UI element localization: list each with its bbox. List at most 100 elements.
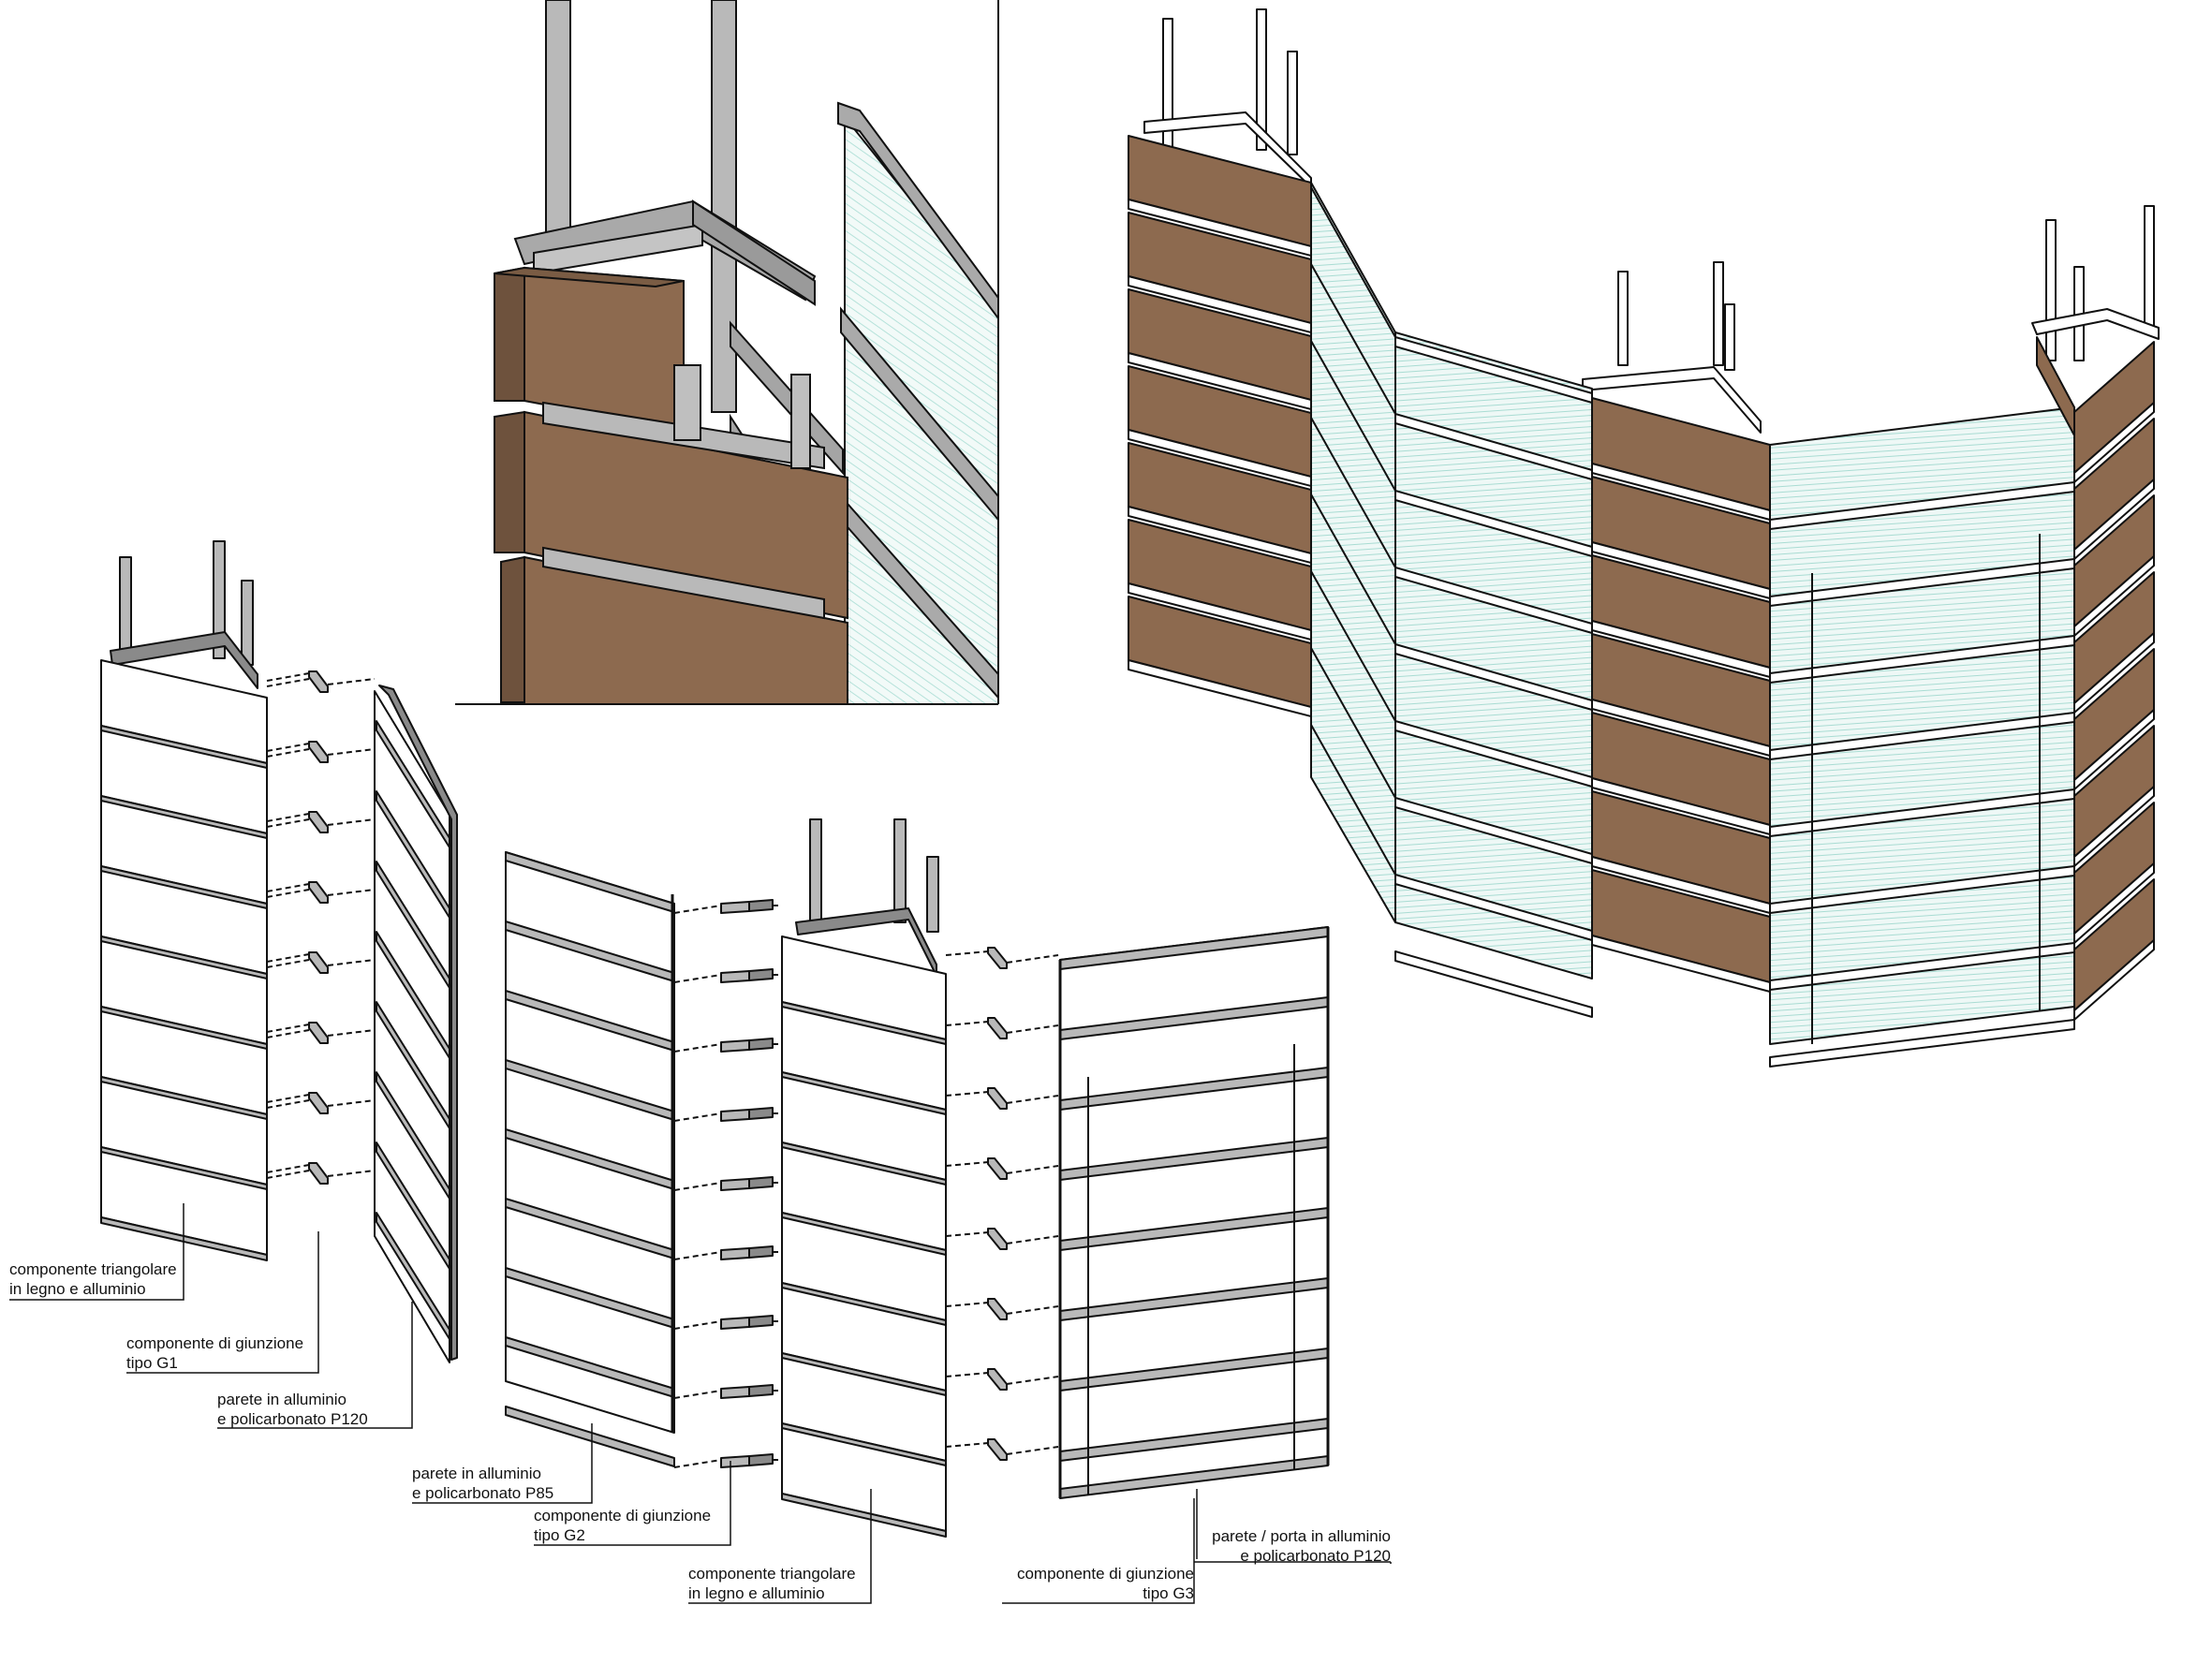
junction-g2 bbox=[748, 1038, 774, 1051]
junction-dash bbox=[266, 953, 310, 963]
frame-post bbox=[213, 540, 226, 659]
junction-g3 bbox=[987, 1087, 1008, 1110]
aluminium-rail bbox=[1310, 340, 1396, 492]
junction-dash bbox=[266, 883, 310, 892]
junction-g1 bbox=[308, 881, 329, 904]
wall-rail bbox=[376, 720, 450, 848]
frame-post bbox=[2144, 205, 2155, 329]
junction-g2 bbox=[720, 1317, 750, 1330]
leader-lines bbox=[9, 1203, 1392, 1604]
junction-g1 bbox=[308, 1162, 329, 1185]
junction-g3 bbox=[987, 1368, 1008, 1391]
junction-dash bbox=[1006, 1095, 1059, 1104]
junction-g2 bbox=[720, 901, 750, 914]
aluminium-bar bbox=[2073, 709, 2155, 790]
junction-g2 bbox=[720, 970, 750, 983]
junction-dash bbox=[266, 1099, 310, 1109]
aluminium-rail bbox=[1394, 950, 1593, 1018]
wall-frame bbox=[378, 685, 458, 1361]
junction-g2 bbox=[720, 1247, 750, 1260]
junction-g2 bbox=[748, 1107, 774, 1120]
frame-post bbox=[1256, 8, 1267, 151]
junction-dash bbox=[327, 678, 376, 685]
aluminium-rail bbox=[1310, 647, 1396, 799]
junction-g1 bbox=[308, 670, 329, 693]
junction-dash bbox=[266, 1170, 310, 1179]
junction-g2 bbox=[748, 1315, 774, 1328]
aluminium-bar bbox=[2073, 402, 2155, 483]
frame-post bbox=[1617, 271, 1629, 366]
frame-post bbox=[1713, 261, 1724, 366]
junction-g3 bbox=[987, 1157, 1008, 1180]
junction-g2 bbox=[748, 1453, 774, 1466]
wall-rail bbox=[376, 1141, 450, 1270]
junction-dash bbox=[673, 1390, 722, 1399]
junction-dash bbox=[266, 1029, 310, 1038]
aluminium-rail bbox=[1310, 263, 1396, 415]
frame-post bbox=[809, 818, 822, 928]
junction-dash bbox=[1006, 1165, 1059, 1174]
junction-dash bbox=[327, 959, 376, 966]
wall-rail bbox=[376, 861, 450, 989]
junction-g2 bbox=[720, 1109, 750, 1122]
junction-dash bbox=[945, 1231, 989, 1237]
junction-dash bbox=[945, 1161, 989, 1167]
aluminium-rail bbox=[1310, 186, 1396, 338]
junction-dash bbox=[266, 889, 310, 898]
junction-dash bbox=[1006, 1235, 1059, 1245]
junction-g2 bbox=[748, 1176, 774, 1189]
junction-dash bbox=[673, 1043, 722, 1053]
junction-dash bbox=[945, 1372, 989, 1377]
junction-g2 bbox=[748, 1245, 774, 1259]
junction-dash bbox=[945, 1021, 989, 1026]
aluminium-bar bbox=[2073, 555, 2155, 637]
junction-g3 bbox=[987, 1017, 1008, 1039]
junction-g2 bbox=[748, 1384, 774, 1397]
junction-g1 bbox=[308, 1092, 329, 1114]
wall-rail bbox=[376, 1212, 450, 1340]
junction-g1 bbox=[308, 951, 329, 974]
detail-inset bbox=[455, 0, 999, 705]
frame-post bbox=[926, 856, 939, 933]
junction-dash bbox=[1006, 1305, 1059, 1315]
aluminium-rail bbox=[1769, 1019, 2075, 1068]
junction-dash bbox=[266, 959, 310, 968]
wall-panel bbox=[374, 690, 450, 1363]
aluminium-bar bbox=[2073, 479, 2155, 560]
junction-g3 bbox=[987, 1438, 1008, 1461]
aluminium-bar bbox=[2073, 632, 2155, 714]
wall-rail bbox=[376, 790, 450, 919]
junction-dash bbox=[266, 743, 310, 752]
junction-dash bbox=[266, 1164, 310, 1173]
wall-rail bbox=[376, 1001, 450, 1129]
junction-g1 bbox=[308, 741, 329, 763]
aluminium-bar bbox=[2073, 862, 2155, 944]
assembled-structure bbox=[1128, 8, 2160, 1068]
junction-dash bbox=[327, 1099, 376, 1107]
junction-dash bbox=[945, 1442, 989, 1448]
junction-g2 bbox=[748, 968, 774, 981]
junction-dash bbox=[673, 1459, 722, 1468]
junction-g1 bbox=[308, 1022, 329, 1044]
frame-post bbox=[1724, 303, 1735, 371]
junction-dash bbox=[266, 1094, 310, 1103]
junction-dash bbox=[266, 818, 310, 828]
aluminium-rail bbox=[1310, 493, 1396, 645]
aluminium-bar bbox=[781, 1493, 947, 1538]
junction-dash bbox=[266, 813, 310, 822]
junction-dash bbox=[1006, 1446, 1059, 1455]
exploded-assembly-g1 bbox=[100, 540, 458, 1363]
junction-g3 bbox=[987, 947, 1008, 969]
junction-dash bbox=[673, 1112, 722, 1122]
wall-rail bbox=[376, 1071, 450, 1200]
aluminium-bar bbox=[2073, 939, 2155, 1021]
frame-post bbox=[2045, 219, 2057, 361]
